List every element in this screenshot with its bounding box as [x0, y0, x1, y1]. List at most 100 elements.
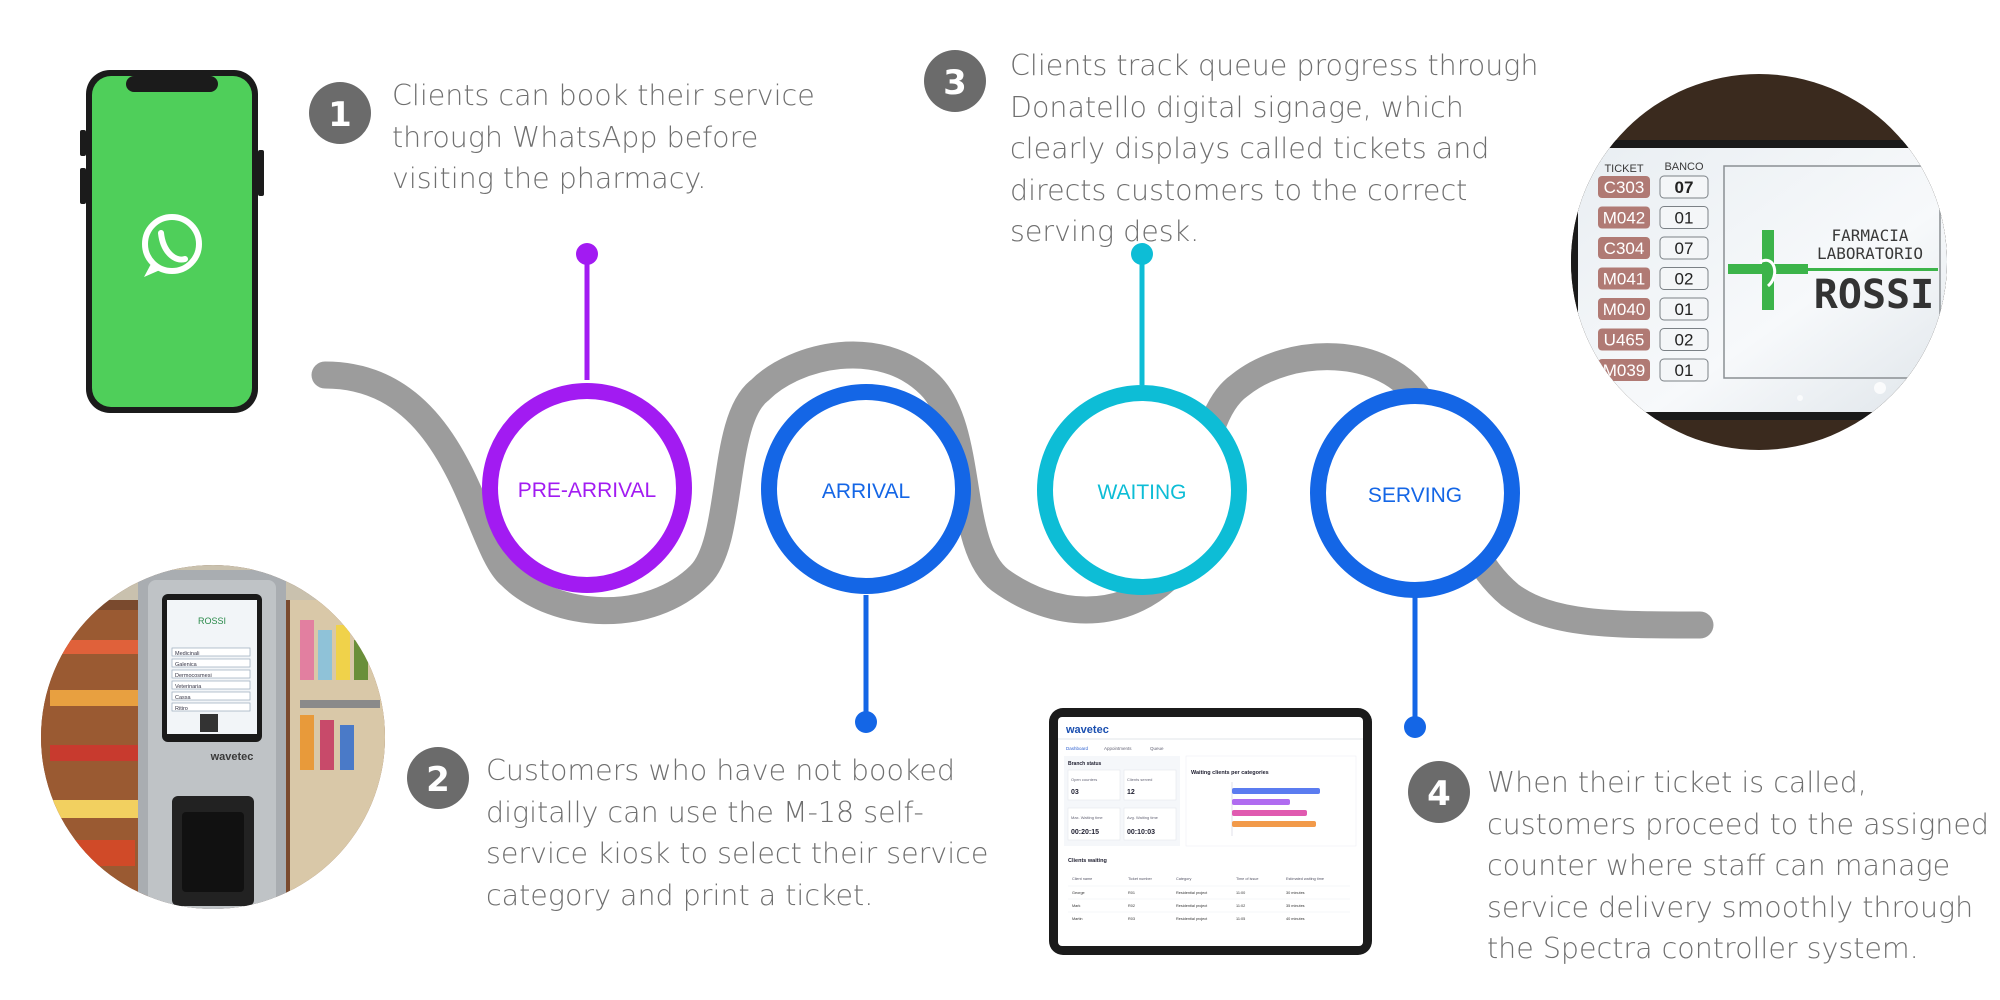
signage-banco-cell	[1659, 175, 1709, 199]
tablet-table-cell: 11:02	[1236, 904, 1245, 908]
signage-ticket-cell	[1598, 206, 1650, 229]
signage-banco-cell	[1659, 236, 1709, 260]
svg-text:TICKET: TICKET	[1604, 163, 1643, 175]
waiting-connector-dot	[1131, 243, 1153, 265]
svg-text:3: 3	[943, 63, 967, 103]
serving-stage-circle	[1310, 388, 1520, 598]
tablet-table-header: Category	[1176, 877, 1192, 881]
tablet-table-cell: Mark	[1072, 904, 1081, 908]
tablet-chart-bar	[1232, 810, 1307, 816]
tablet-table-cell: 40 minutes	[1286, 917, 1305, 921]
svg-text:00:20:15: 00:20:15	[1071, 829, 1099, 836]
svg-text:Avg. Waiting time: Avg. Waiting time	[1127, 815, 1159, 820]
signage-banco-cell	[1659, 328, 1709, 351]
step-3-description: Clients track queue progress through Don…	[1010, 49, 1539, 248]
svg-text:Appointments: Appointments	[1104, 746, 1132, 751]
tablet-table-cell: 11:05	[1236, 917, 1245, 921]
step-4-description: When their ticket is called, customers p…	[1487, 766, 1989, 965]
tablet-table-cell: R02	[1128, 904, 1135, 908]
serving-label: SERVING	[1368, 484, 1462, 507]
svg-text:wavetec: wavetec	[210, 751, 254, 763]
tablet-table-cell: R01	[1128, 891, 1135, 895]
tablet-dashboard: wavetec Dashboard Appointments Queue Bra…	[1049, 708, 1372, 955]
svg-text:ROSSI: ROSSI	[1814, 272, 1934, 318]
step-3-badge: 3	[924, 50, 986, 112]
tablet-chart-bar	[1232, 799, 1290, 805]
signage-banco-cell	[1659, 206, 1709, 229]
tablet-table-cell: Residential project	[1176, 891, 1208, 895]
tablet-chart-bar	[1232, 821, 1316, 827]
signage-banco-cell	[1659, 358, 1709, 382]
svg-text:LABORATORIO: LABORATORIO	[1817, 244, 1923, 263]
signage-banco-number: 02	[1675, 270, 1694, 289]
step-2-badge: 2	[407, 747, 469, 809]
waiting-label: WAITING	[1097, 481, 1186, 504]
tablet-table-header: Estimated waiting time	[1286, 877, 1324, 881]
signage-ticket-number: M039	[1603, 361, 1646, 380]
signage-banco-cell	[1659, 267, 1709, 290]
svg-text:Clients served: Clients served	[1127, 777, 1152, 782]
signage-ticket-cell	[1598, 176, 1650, 198]
svg-text:12: 12	[1127, 789, 1135, 796]
signage-ticket-cell	[1598, 298, 1650, 320]
svg-text:ROSSI: ROSSI	[198, 616, 226, 626]
tablet-table-cell: 30 minutes	[1286, 891, 1305, 895]
arrival-connector-dot	[855, 711, 877, 733]
tablet-table-cell: Martin	[1072, 917, 1083, 921]
signage-ticket-cell	[1598, 328, 1650, 351]
pre-arrival-connector-dot	[576, 243, 598, 265]
signage-ticket-cell	[1598, 359, 1650, 381]
tablet-table-cell: Residential project	[1176, 917, 1208, 921]
svg-text:03: 03	[1071, 789, 1079, 796]
tablet-table-cell: 35 minutes	[1286, 904, 1305, 908]
signage-banco-number: 07	[1675, 178, 1694, 197]
tablet-chart-bar	[1232, 788, 1320, 794]
svg-text:Dashboard: Dashboard	[1066, 746, 1089, 751]
signage-ticket-number: M042	[1603, 209, 1646, 228]
svg-text:Queue: Queue	[1150, 746, 1164, 751]
signage-ticket-number: U465	[1604, 331, 1645, 350]
arrival-label: ARRIVAL	[822, 480, 910, 503]
signage-ticket-cell	[1598, 237, 1650, 259]
svg-text:2: 2	[426, 760, 450, 800]
step-1-badge: 1	[309, 82, 371, 144]
smartphone-illustration	[80, 70, 264, 413]
whatsapp-icon	[142, 214, 202, 277]
svg-text:00:10:03: 00:10:03	[1127, 829, 1155, 836]
step-2-description: Customers who have not booked digitally …	[486, 754, 989, 912]
signage-banco-number: 02	[1675, 331, 1694, 350]
step-4-badge: 4	[1408, 761, 1470, 823]
svg-text:Medicinali: Medicinali	[175, 651, 199, 657]
serving-connector-dot	[1404, 716, 1426, 738]
svg-text:BANCO: BANCO	[1664, 161, 1704, 173]
svg-text:Ritiro: Ritiro	[175, 706, 188, 712]
signage-ticket-number: M041	[1603, 270, 1646, 289]
svg-text:Veterinaria: Veterinaria	[175, 684, 202, 690]
svg-text:Cassa: Cassa	[175, 695, 192, 701]
pre-arrival-label: PRE-ARRIVAL	[518, 479, 656, 502]
signage-ticket-number: C304	[1604, 239, 1645, 258]
tablet-table-header: Client name	[1072, 877, 1092, 881]
tablet-table-header: Time of issue	[1236, 877, 1258, 881]
svg-text:Max. Waiting time: Max. Waiting time	[1071, 815, 1103, 820]
signage-banco-number: 01	[1675, 209, 1694, 228]
svg-text:Waiting clients per categories: Waiting clients per categories	[1191, 770, 1269, 776]
svg-text:Branch status: Branch status	[1068, 761, 1102, 767]
svg-text:FARMACIA: FARMACIA	[1831, 226, 1908, 245]
svg-text:wavetec: wavetec	[1065, 724, 1109, 736]
svg-text:Dermocosmesi: Dermocosmesi	[175, 673, 212, 679]
svg-text:Open counters: Open counters	[1071, 777, 1097, 782]
signage-banco-cell	[1659, 297, 1709, 321]
svg-text:1: 1	[328, 95, 352, 135]
tablet-table-cell: R03	[1128, 917, 1135, 921]
signage-banco-number: 01	[1675, 300, 1694, 319]
kiosk-photo: ROSSI Medicinali Galenica Dermocosmesi V…	[41, 565, 385, 909]
tablet-table-header: Ticket number	[1128, 877, 1153, 881]
signage-banco-number: 07	[1675, 239, 1694, 258]
pre-arrival-stage-circle	[482, 383, 692, 593]
signage-ticket-number: M040	[1603, 300, 1646, 319]
tablet-table-cell: Residential project	[1176, 904, 1208, 908]
signage-ticket-number: C303	[1604, 178, 1645, 197]
